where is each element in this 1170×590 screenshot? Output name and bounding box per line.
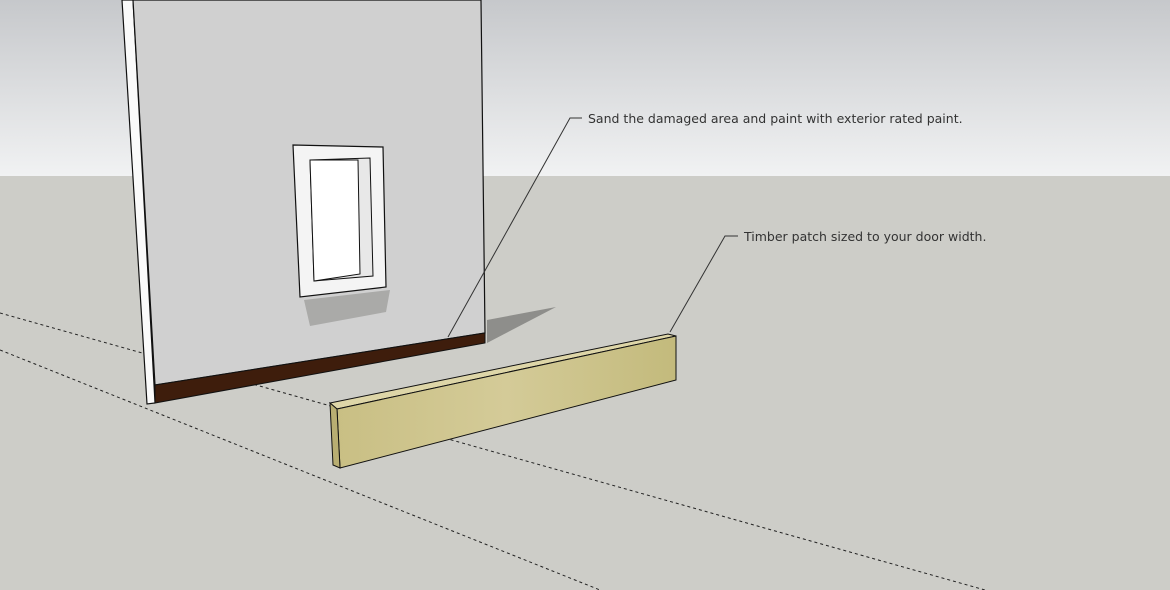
damaged-area-strip — [154, 332, 486, 404]
timber-note-label: Timber patch sized to your door width. — [744, 229, 987, 244]
timber-end — [329, 401, 341, 469]
timber-patch — [328, 333, 677, 469]
cat-flap-opening — [309, 159, 361, 282]
timber-note-leader — [669, 235, 738, 333]
cat-flap-shadow — [304, 290, 390, 326]
door-shadow — [487, 307, 556, 343]
paint-note-leader — [447, 117, 582, 338]
paint-note-label: Sand the damaged area and paint with ext… — [588, 111, 963, 126]
door — [121, 0, 486, 405]
